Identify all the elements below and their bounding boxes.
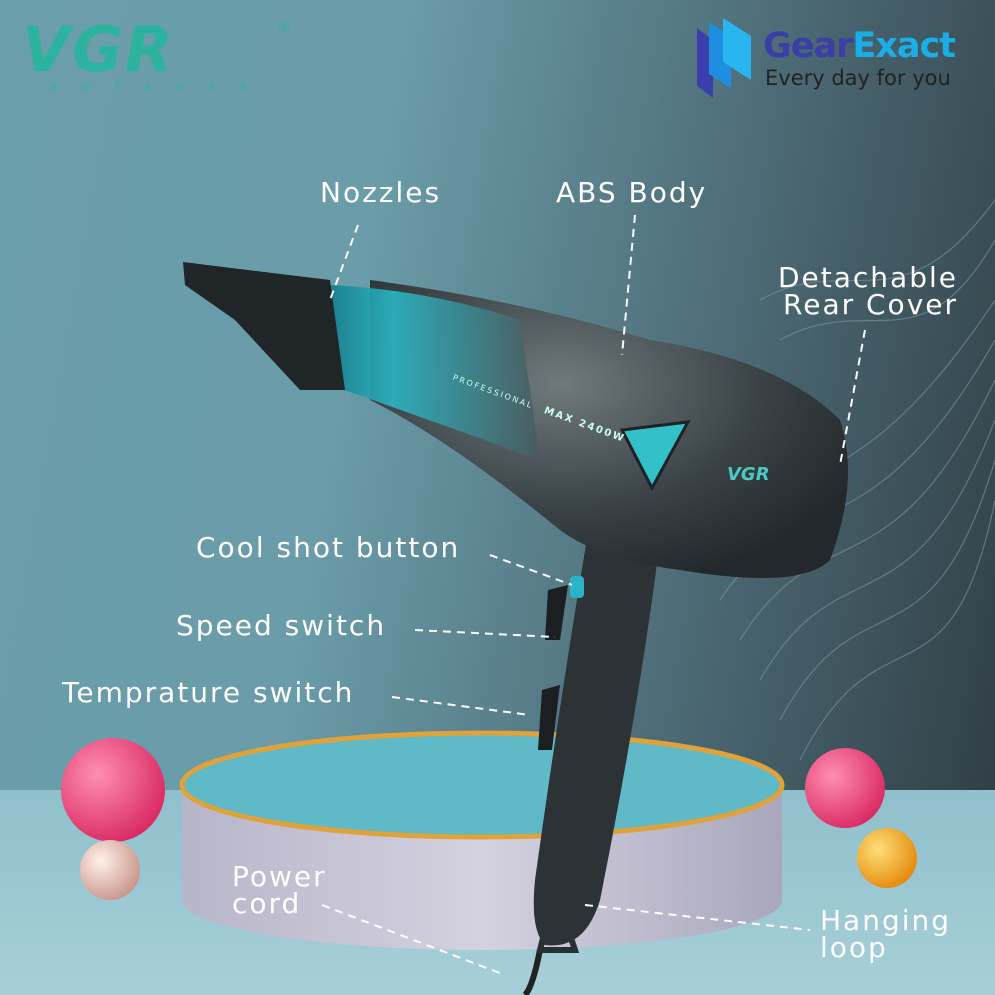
triangle-vent (619, 420, 691, 492)
vgr-logo-subtitle: VOYAGER (50, 82, 273, 93)
label-nozzles: Nozzles (320, 176, 442, 209)
label-power-cord: Power cord (232, 860, 327, 920)
logo-tagline: Every day for you (765, 66, 951, 90)
label-rear-cover: Detachable Rear Cover (777, 261, 958, 321)
gearexact-logo: GearExact Every day for you (695, 18, 956, 107)
vgr-logo-text: VGR (22, 13, 175, 86)
cool-shot-button (570, 576, 584, 598)
temperature-switch (538, 685, 560, 750)
hair-dryer (183, 262, 848, 995)
label-temperature-switch: Temprature switch (62, 676, 355, 709)
gearexact-logo-icon (697, 18, 751, 98)
beige-ball (80, 840, 140, 900)
handle (533, 520, 660, 946)
label-rear-cover-line1: Detachable (777, 261, 958, 294)
pedestal (179, 730, 785, 950)
label-hanging-line2: loop (820, 931, 888, 964)
label-abs-body: ABS Body (556, 176, 708, 209)
label-speed-switch: Speed switch (176, 609, 387, 642)
nozzle (183, 262, 345, 390)
power-cord (522, 949, 543, 995)
vgr-logo: VGR VOYAGER ® (22, 13, 291, 94)
gold-ball (857, 828, 917, 888)
registered-mark: ® (277, 20, 291, 36)
label-power-line1: Power (232, 860, 327, 893)
logo-exact: Exact (852, 26, 956, 66)
logo-gear: Gear (763, 26, 853, 66)
barrel (330, 285, 540, 460)
label-hanging-loop: Hanging loop (820, 904, 952, 964)
speed-switch (545, 585, 568, 640)
label-rear-cover-line2: Rear Cover (783, 288, 958, 321)
pink-ball-right (805, 748, 885, 828)
dryer-body-logo: VGR (727, 464, 770, 485)
label-cool-shot: Cool shot button (196, 531, 461, 564)
label-power-line2: cord (232, 887, 302, 920)
label-hanging-line1: Hanging (820, 904, 952, 937)
callout-lines (321, 214, 866, 976)
pink-ball (61, 738, 165, 842)
